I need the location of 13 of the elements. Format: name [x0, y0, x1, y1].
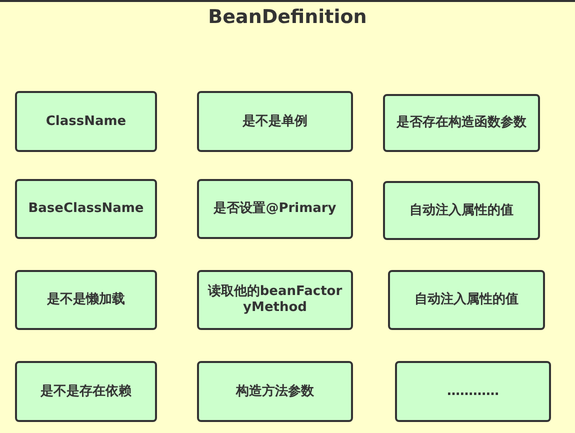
property-box: 构造方法参数: [197, 361, 353, 422]
property-box: 是不是存在依赖: [15, 361, 157, 422]
property-box: 自动注入属性的值: [388, 270, 545, 330]
property-box: 是不是懒加载: [15, 270, 157, 330]
property-box: BaseClassName: [15, 179, 157, 239]
property-box: …………: [395, 361, 551, 422]
property-box: 是否设置@Primary: [197, 179, 353, 239]
property-box: ClassName: [15, 91, 157, 152]
property-box: 是否存在构造函数参数: [383, 94, 540, 152]
title: BeanDefinition: [207, 6, 368, 28]
property-box: 自动注入属性的值: [383, 181, 540, 240]
property-box: 读取他的beanFactoryMethod: [197, 270, 353, 330]
property-box: 是不是单例: [197, 91, 353, 152]
